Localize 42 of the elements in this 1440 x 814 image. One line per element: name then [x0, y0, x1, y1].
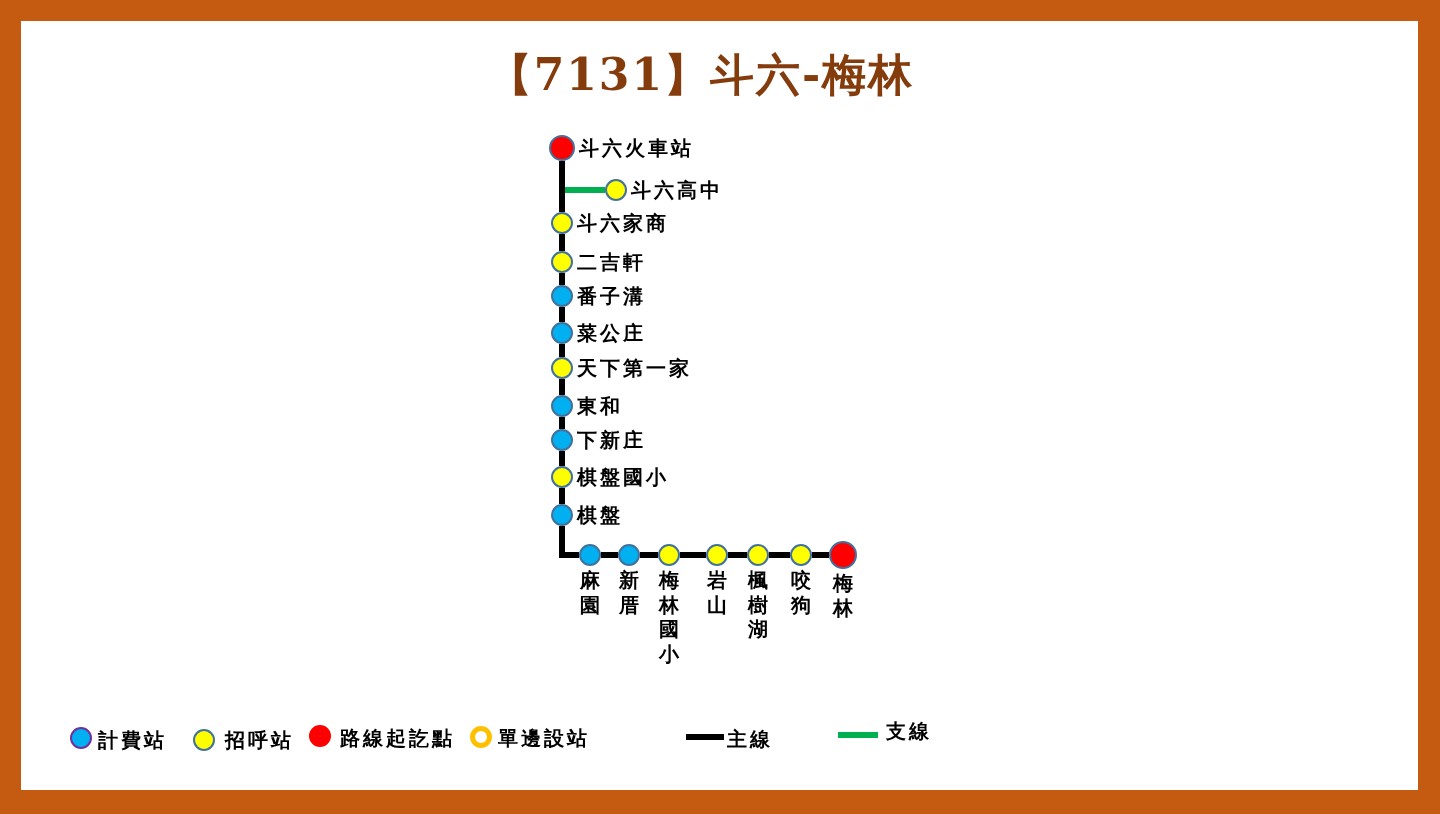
route-line: [559, 417, 565, 429]
stop-name: 二吉軒: [577, 251, 646, 273]
stop-name: 麻園: [580, 568, 600, 617]
stop-name: 楓樹湖: [748, 568, 768, 642]
legend-label: 支線: [886, 720, 932, 742]
legend-label: 主線: [727, 728, 773, 750]
route-line: [559, 379, 565, 395]
stop-name: 斗六高中: [631, 179, 723, 201]
stop-name: 棋盤: [577, 504, 623, 526]
stop-name: 菜公庄: [577, 322, 646, 344]
legend-label: 計費站: [98, 729, 167, 751]
stop-name: 新厝: [619, 568, 639, 617]
branch-line: [565, 187, 605, 193]
route-line: [559, 344, 565, 357]
legend-label: 路線起訖點: [340, 727, 455, 749]
route-line: [680, 552, 706, 558]
route-line: [559, 161, 565, 212]
route-line: [640, 552, 658, 558]
stop-name: 梅林: [833, 571, 853, 620]
stop-name: 番子溝: [577, 285, 646, 307]
title: 【7131】斗六-梅林: [487, 48, 915, 102]
stop-name: 下新庄: [577, 429, 646, 451]
route-line: [769, 552, 790, 558]
stop-name: 東和: [577, 395, 623, 417]
route-line: [601, 552, 618, 558]
stop-name: 棋盤國小: [577, 466, 669, 488]
stop-name: 岩山: [707, 568, 727, 617]
route-line: [559, 234, 565, 251]
route-line: [559, 451, 565, 466]
route-line: [812, 552, 829, 558]
stop-name: 梅林國小: [659, 568, 679, 666]
stop-name: 斗六家商: [577, 212, 669, 234]
legend-label: 單邊設站: [498, 727, 590, 749]
legend-label: 招呼站: [225, 729, 294, 751]
route-line: [728, 552, 747, 558]
route-line: [559, 273, 565, 285]
route-line: [559, 307, 565, 322]
stop-name: 咬狗: [791, 568, 811, 617]
route-line: [559, 488, 565, 504]
route-line: [559, 526, 579, 558]
stop-name: 斗六火車站: [579, 137, 694, 159]
stop-name: 天下第一家: [577, 357, 692, 379]
